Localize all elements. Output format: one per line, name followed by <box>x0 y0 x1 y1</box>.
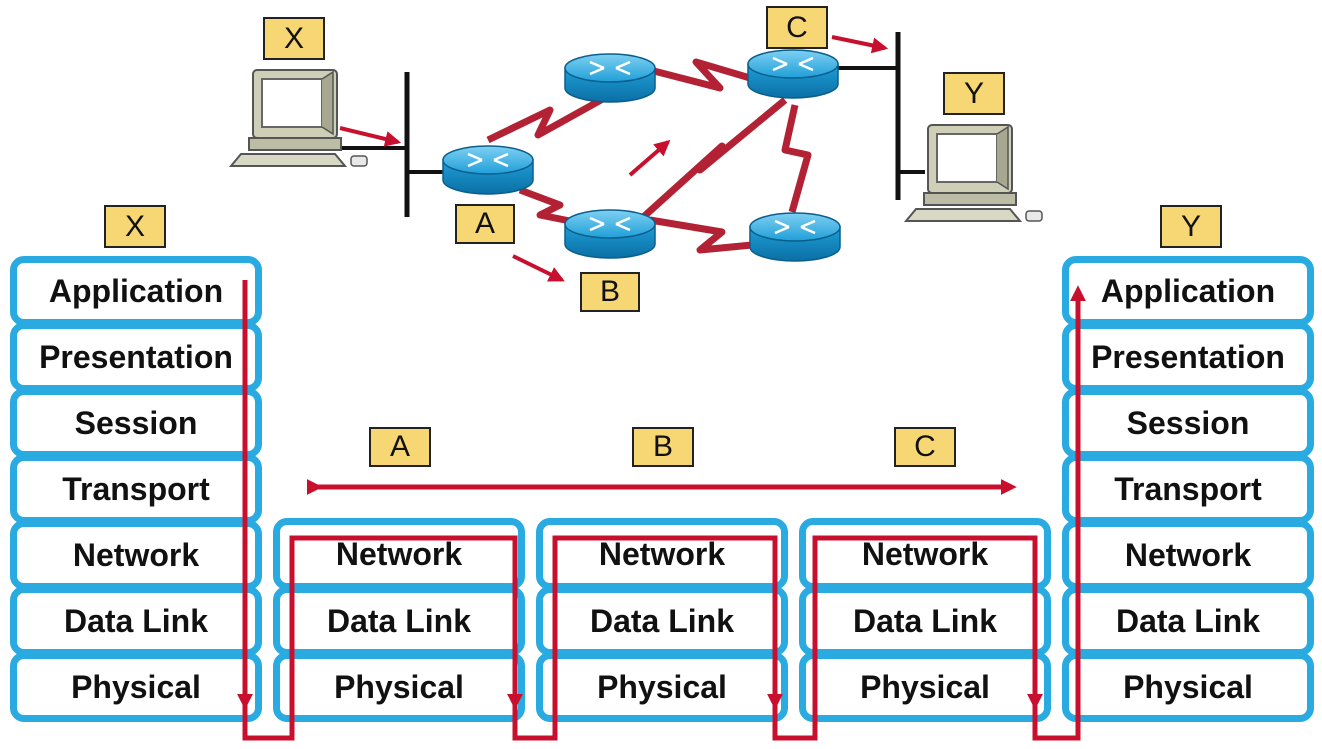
tag-top-a: A <box>455 204 515 244</box>
tag-stack-a: A <box>369 427 431 467</box>
wan-links <box>486 58 812 254</box>
flow-arrows <box>339 35 889 282</box>
tag-top-b: B <box>580 272 640 312</box>
tag-stack-b: B <box>632 427 694 467</box>
host-y-layer-data-link: Data Link <box>1062 586 1314 656</box>
tag-stack-c: C <box>894 427 956 467</box>
host-y-layer-session: Session <box>1062 388 1314 458</box>
tag-top-y: Y <box>943 72 1005 115</box>
router-b-layer-physical: Physical <box>536 652 788 722</box>
router-a-layer-network: Network <box>273 518 525 590</box>
host-y-layer-physical: Physical <box>1062 652 1314 722</box>
host-x-layer-transport: Transport <box>10 454 262 524</box>
host-x-layer-data-link: Data Link <box>10 586 262 656</box>
router-c-layer-physical: Physical <box>799 652 1051 722</box>
tag-top-c: C <box>766 6 828 49</box>
router-a-layer-physical: Physical <box>273 652 525 722</box>
host-x-layer-presentation: Presentation <box>10 322 262 392</box>
data-flow-path <box>236 280 1087 741</box>
tag-top-x: X <box>263 17 325 60</box>
tag-stack-x: X <box>104 205 166 248</box>
host-y-layer-network: Network <box>1062 520 1314 590</box>
tag-stack-y: Y <box>1160 205 1222 248</box>
host-x-layer-physical: Physical <box>10 652 262 722</box>
host-x-layer-network: Network <box>10 520 262 590</box>
